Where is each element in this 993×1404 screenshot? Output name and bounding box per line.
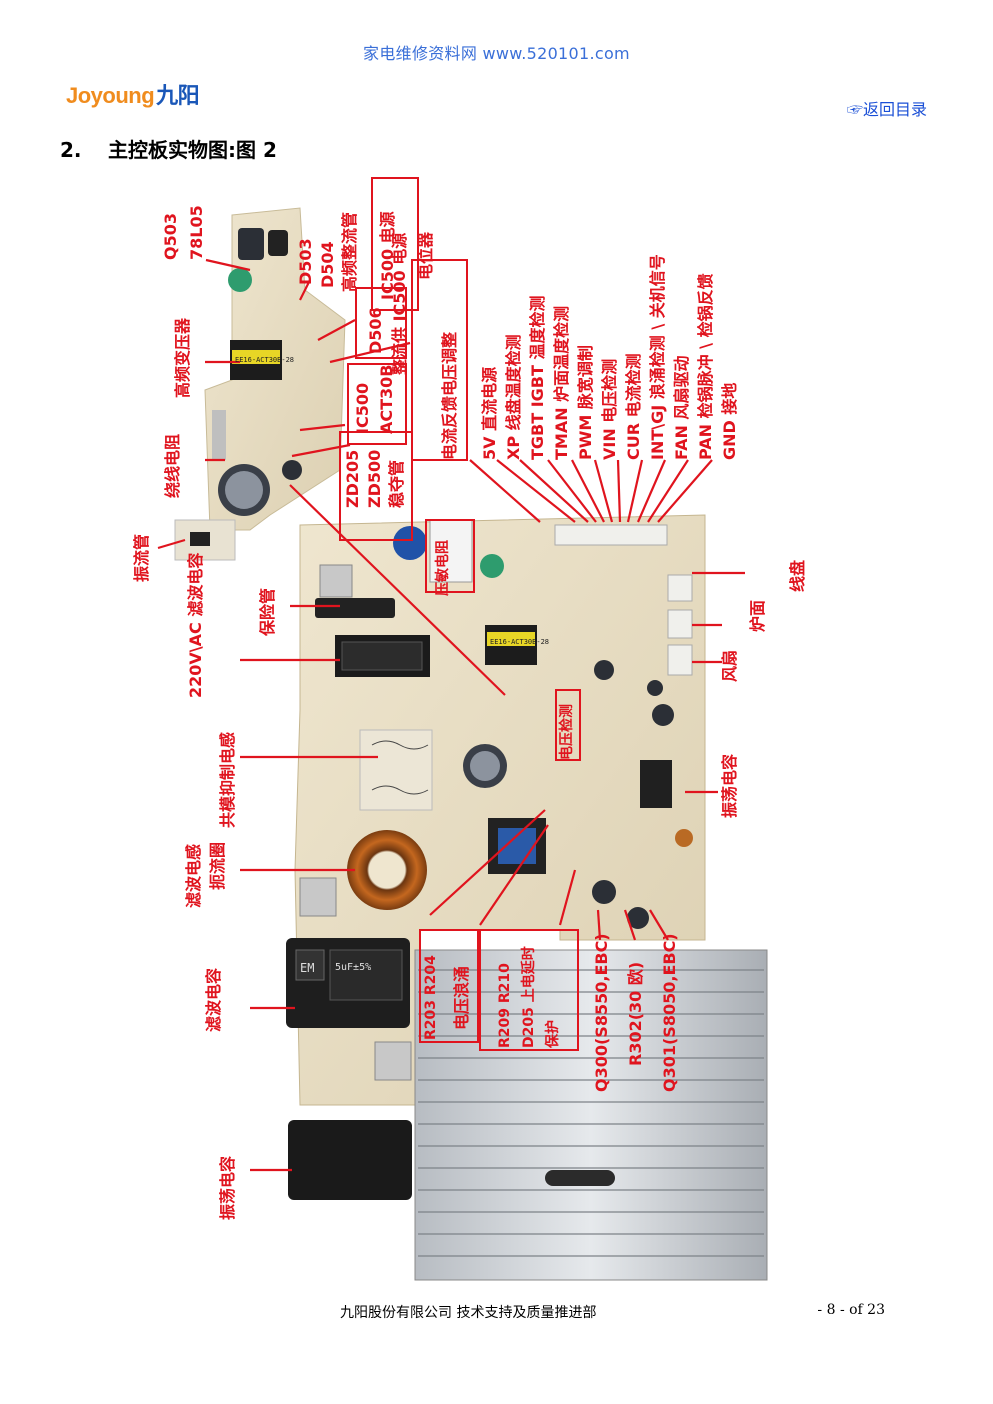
label-choke: 振流管 <box>132 533 151 582</box>
joyoung-logo: Joyoung九阳 <box>66 78 200 110</box>
mark-brand: EM <box>300 961 314 975</box>
label-filter-inductor: 滤波电感 <box>184 843 203 908</box>
label-pin-tgbt: TGBT IGBT 温度检测 <box>528 295 547 461</box>
leader-lines <box>157 258 745 1172</box>
mark-filter-cap: 5uF±5% <box>335 962 371 973</box>
label-fuse: 保险管 <box>258 587 277 636</box>
label-coil: 线盘 <box>788 559 807 592</box>
label-r203-r204: R203 R204 <box>423 955 439 1040</box>
label-stove-surface: 炉面 <box>748 599 767 632</box>
label-ic500: IC500 <box>353 382 372 434</box>
label-hf-rectifier: 高频整流管 <box>340 211 359 292</box>
label-pin-int: INT\GJ 浪涌检测 \ 关机信号 <box>648 254 667 460</box>
label-common-mode-inductor: 共模抑制电感 <box>218 731 237 828</box>
label-fan: 风扇 <box>720 649 739 682</box>
main-board <box>286 514 706 1200</box>
label-choke-ring: 扼流圈 <box>208 841 227 890</box>
label-pin-gnd: GND 接地 <box>720 382 739 460</box>
label-pin-xp: XP 线盘温度检测 <box>504 334 523 460</box>
label-r209-r210: R209 R210 <box>497 963 513 1048</box>
label-pin-vin: VIN 电压检测 <box>600 358 619 460</box>
label-zener: 稳夺管 <box>387 459 406 508</box>
label-hf-transformer: 高频变压器 <box>173 317 192 398</box>
section-heading: 2. 主控板实物图:图 2 <box>60 134 277 163</box>
label-q503: Q503 <box>161 213 180 260</box>
footer-company: 九阳股份有限公司 技术支持及质量推进部 <box>340 1305 597 1321</box>
label-d503: D503 <box>296 238 315 285</box>
label-filter-cap: 滤波电容 <box>204 967 223 1032</box>
label-zd500: ZD500 <box>365 449 384 508</box>
label-surge-voltage: 电压浪涌 <box>452 965 471 1030</box>
label-pin-fan: FAN 风扇驱动 <box>672 355 691 460</box>
power-board <box>174 207 346 561</box>
label-osc-cap-bottom: 振荡电容 <box>218 1155 237 1220</box>
label-varistor: 压敏电阻 <box>435 540 451 596</box>
section-title-text: 主控板实物图:图 2 <box>108 138 277 162</box>
label-q301: Q301(S8050,EBC) <box>660 933 679 1092</box>
label-rect-supply: 整流供 IC500 电源 <box>390 232 409 375</box>
footer-page-number: - 8 - of 23 <box>817 1302 885 1318</box>
mark-transformer-main: EE16-ACT30B-28 <box>490 638 549 646</box>
logo-latin: Joyoung <box>66 83 155 108</box>
label-frames <box>339 177 581 1051</box>
label-d506: D506 <box>366 307 385 354</box>
label-current-feedback: 电流反馈电压调整 <box>440 331 459 460</box>
label-pin-tman: TMAN 炉面温度检测 <box>552 305 571 460</box>
label-pin-pan: PAN 检锅脉冲 \ 检锅反馈 <box>696 273 715 460</box>
label-act30b: ACT30B <box>377 364 396 435</box>
heat-sink <box>414 949 768 1281</box>
label-wire-resistor: 绕线电阻 <box>163 433 182 498</box>
label-r302: R302(30 欧) <box>626 961 645 1066</box>
logo-cn: 九阳 <box>156 83 200 108</box>
label-d205: D205 上电延时 <box>521 946 537 1048</box>
mark-transformer-small: EE16-ACT30B-28 <box>235 356 294 364</box>
label-osc-cap-right: 振荡电容 <box>720 753 739 818</box>
label-potentiometer: 电位器 <box>416 231 435 280</box>
section-number: 2. <box>60 138 82 162</box>
label-78l05: 78L05 <box>187 205 206 260</box>
label-d504: D504 <box>318 241 337 288</box>
back-to-contents-link[interactable]: ☞返回目录 <box>846 100 927 119</box>
label-voltage-detect: 电压检测 <box>559 704 575 760</box>
label-pin-pwm: PWM 脉宽调制 <box>576 345 595 460</box>
label-ac-filter-cap: 220V\AC 滤波电容 <box>186 552 205 698</box>
label-pin-cur: CUR 电流检测 <box>624 353 643 460</box>
label-zd205: ZD205 <box>343 449 362 508</box>
label-protect: 保护 <box>545 1020 561 1048</box>
label-q300: Q300(S8550,EBC) <box>592 933 611 1092</box>
label-pin-5v: 5V 直流电源 <box>480 366 499 460</box>
site-watermark: 家电维修资料网 www.520101.com <box>363 44 630 63</box>
